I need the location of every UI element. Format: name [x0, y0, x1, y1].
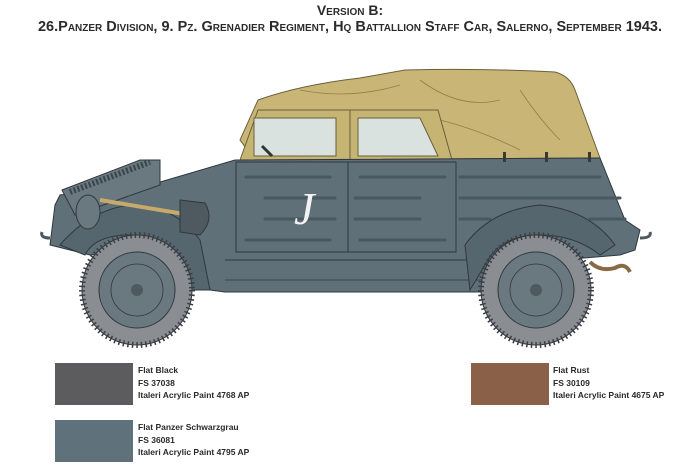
version-title: Version B:	[316, 2, 384, 18]
paint-name: Flat Panzer Schwarzgrau	[138, 422, 239, 432]
vehicle-description: 26.Panzer Division, 9. Pz. Grenadier Reg…	[37, 19, 662, 35]
rear-window	[357, 117, 439, 157]
front-wheel	[79, 232, 195, 348]
paint-code: Italeri Acrylic Paint 4795 AP	[138, 447, 250, 457]
paint-name: Flat Black	[138, 365, 179, 375]
fs-code: FS 30109	[553, 377, 590, 388]
kubelwagen-side-view: J	[40, 68, 652, 348]
fs-code: FS 37038	[138, 377, 175, 388]
paint-name: Flat Rust	[553, 365, 590, 375]
vehicle-marking: J	[294, 183, 317, 234]
paint-code: Italeri Acrylic Paint 4675 AP	[553, 390, 665, 400]
swatch-flat-panzer-schwarzgrau	[55, 420, 133, 462]
legend-flat-panzer-schwarzgrau: Flat Panzer Schwarzgrau FS 36081 Italeri…	[138, 421, 249, 459]
swatch-flat-rust	[471, 363, 549, 405]
paint-code: Italeri Acrylic Paint 4768 AP	[138, 390, 250, 400]
rear-wheel	[478, 232, 594, 348]
legend-flat-black: Flat Black FS 37038 Italeri Acrylic Pain…	[138, 364, 249, 402]
swatch-flat-black	[55, 363, 133, 405]
fs-code: FS 36081	[138, 434, 175, 445]
legend-flat-rust: Flat Rust FS 30109 Italeri Acrylic Paint…	[553, 364, 664, 402]
